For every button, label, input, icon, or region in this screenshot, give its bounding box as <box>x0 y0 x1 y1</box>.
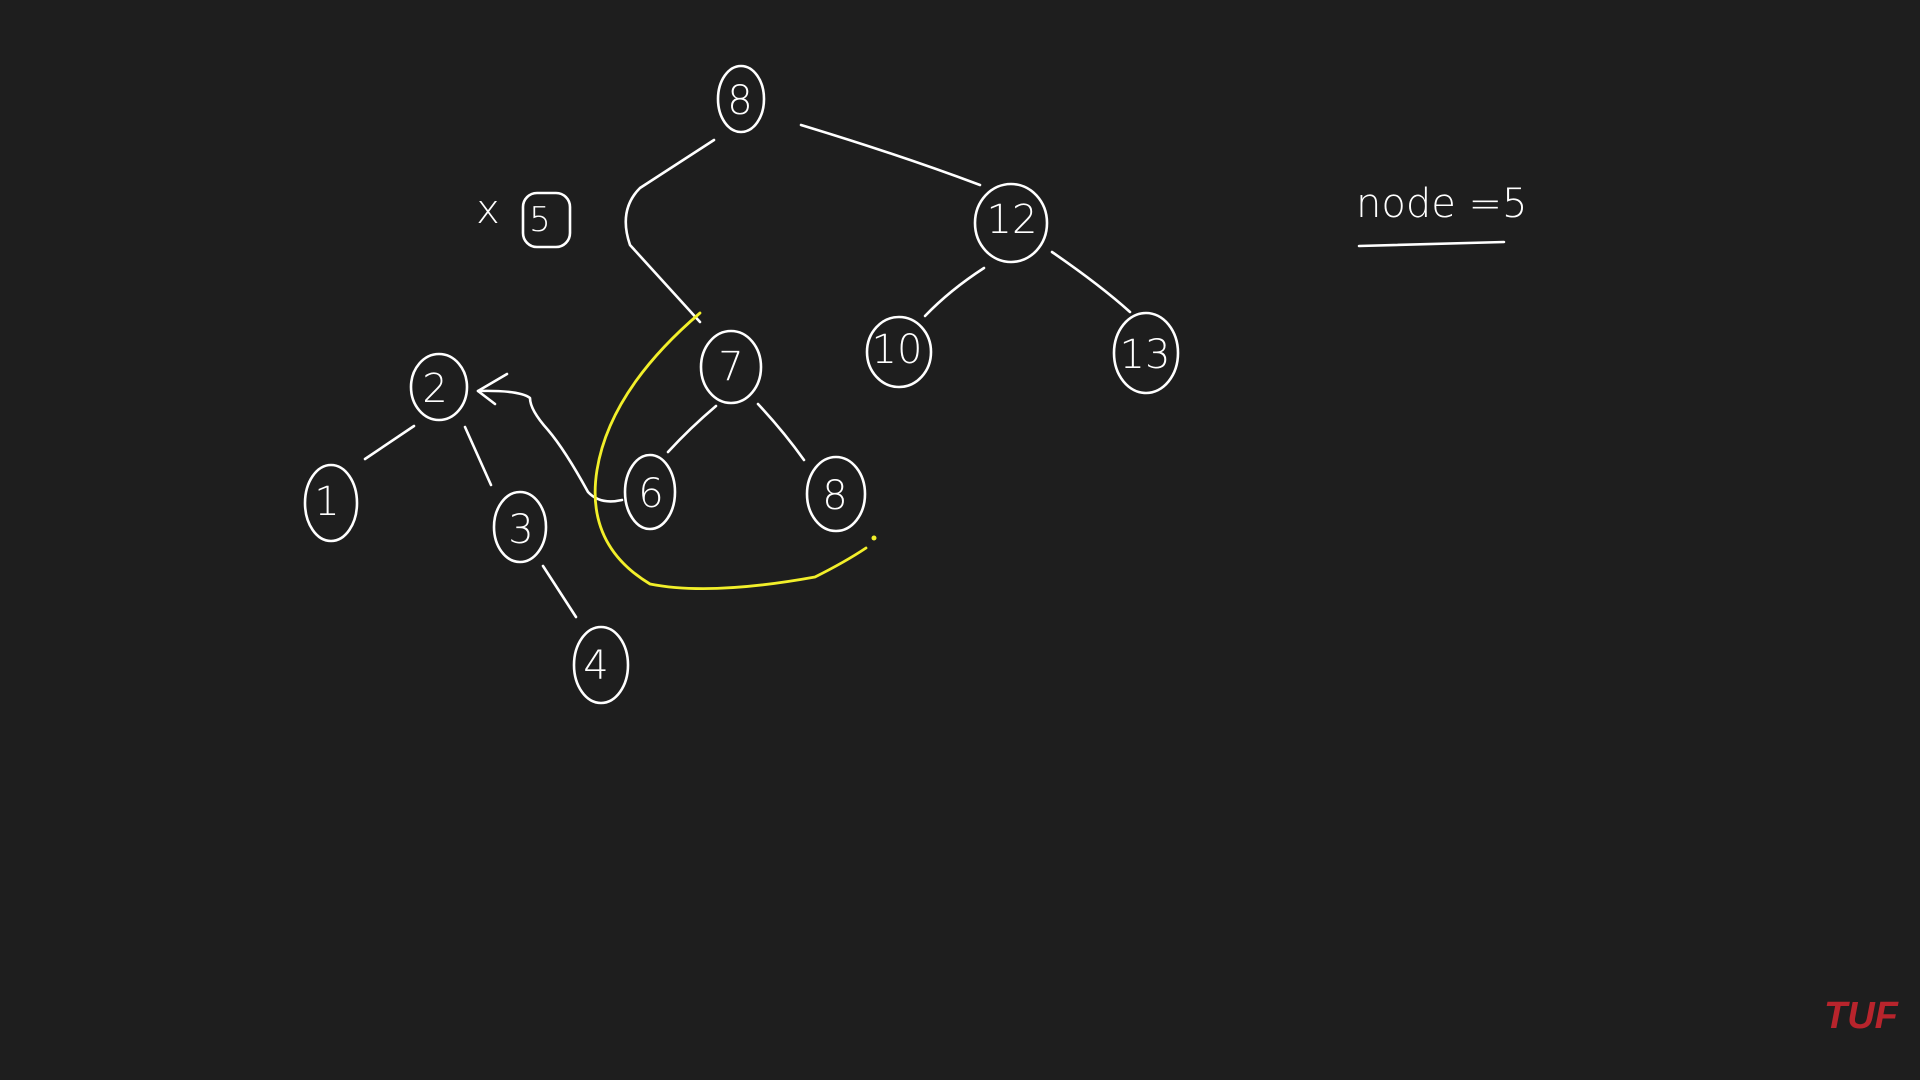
node-label: 8 <box>727 78 752 124</box>
edge-root-n7 <box>624 138 716 324</box>
edge-n6-n2-arrow <box>476 389 624 503</box>
node-label: 8 <box>822 473 847 519</box>
tree-node-4: 4 <box>572 625 630 705</box>
deleted-node-box <box>521 191 572 249</box>
tree-node-6: 6 <box>623 453 677 531</box>
edge-n7-n8b <box>756 402 806 462</box>
highlight-dot <box>871 535 877 541</box>
node-label: 2 <box>422 366 447 412</box>
node-label: 12 <box>987 197 1038 243</box>
edge-root-n12 <box>799 123 982 187</box>
tree-node-13: 13 <box>1112 311 1180 395</box>
tree-node-12: 12 <box>973 182 1049 264</box>
edge-n3-n4 <box>541 564 578 619</box>
tree-nodes: 8 12 10 13 7 6 8 2 <box>303 64 1180 705</box>
tree-node-7: 7 <box>699 329 763 405</box>
highlight-curve <box>593 311 868 591</box>
edge-n7-n6 <box>666 404 718 454</box>
tree-node-8b: 8 <box>805 455 867 533</box>
tree-node-2: 2 <box>409 352 469 422</box>
tree-node-1: 1 <box>303 463 359 543</box>
node-label: 10 <box>872 327 923 373</box>
node-label: 7 <box>718 344 743 390</box>
node-label: 1 <box>314 479 339 525</box>
edge-n2-n1 <box>363 424 416 461</box>
node-label: 13 <box>1120 332 1171 378</box>
tree-node-10: 10 <box>865 315 933 389</box>
deleted-node-value: 5 <box>529 200 551 240</box>
node-label: 6 <box>638 471 663 517</box>
edge-n12-n10 <box>923 266 986 318</box>
edge-n12-n13 <box>1050 250 1132 314</box>
arrowhead <box>476 372 509 406</box>
node-label: 3 <box>508 507 533 553</box>
tuf-logo: TUF <box>1824 995 1900 1037</box>
note-text: node =5 <box>1356 181 1528 227</box>
tree-node-3: 3 <box>492 490 548 564</box>
tree-edges <box>363 123 1132 619</box>
deleted-node-marker: x 5 <box>476 187 572 249</box>
edge-n2-n3 <box>463 425 493 487</box>
node-label: 4 <box>583 643 608 689</box>
tree-node-root: 8 <box>716 64 766 134</box>
note: node =5 <box>1356 181 1528 248</box>
cross-mark: x <box>476 187 500 233</box>
note-underline <box>1357 240 1506 248</box>
